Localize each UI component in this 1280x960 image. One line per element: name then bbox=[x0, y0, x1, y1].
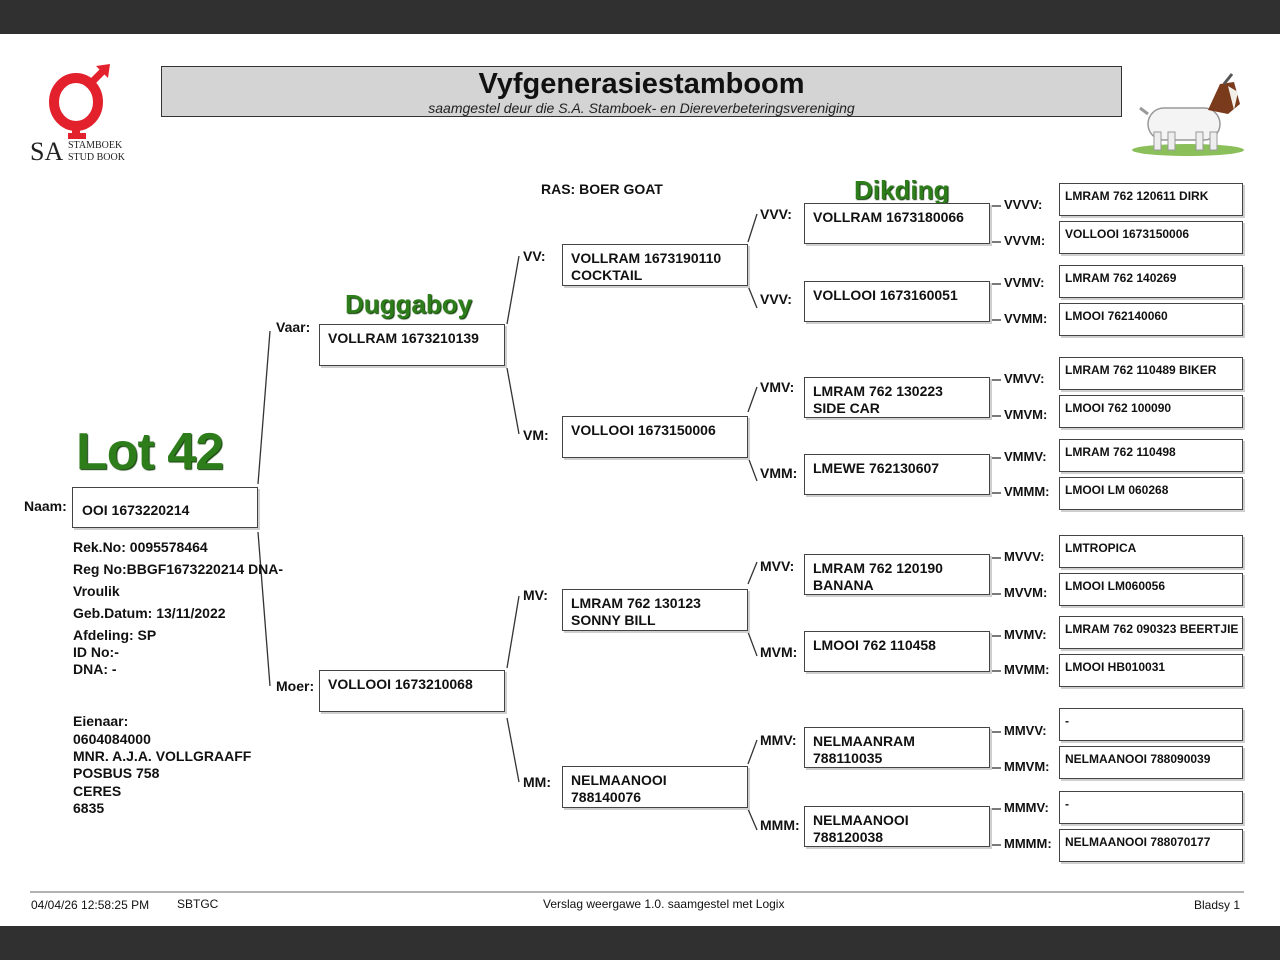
gen4-box: NELMAANOOI 788090039 bbox=[1059, 746, 1243, 779]
animal-afdeling: Afdeling: SP bbox=[73, 627, 157, 643]
gen4-box: VOLLOOI 1673150006 bbox=[1059, 221, 1243, 254]
gen4-label: VVVV: bbox=[1004, 197, 1043, 212]
gen3-box: VOLLOOI 1673160051 bbox=[804, 281, 990, 322]
gen3-label: MMV: bbox=[760, 732, 797, 748]
gen3-box: LMRAM 762 120190 BANANA bbox=[804, 554, 990, 595]
grandparent-label: VV: bbox=[523, 248, 546, 264]
owner-name: MNR. A.J.A. VOLLGRAAFF bbox=[73, 748, 252, 764]
gen4-box: LMRAM 762 140269 bbox=[1059, 265, 1243, 298]
gen4-label: MVVV: bbox=[1004, 549, 1045, 564]
gen4-label: VVMV: bbox=[1004, 275, 1045, 290]
sire-box: VOLLRAM 1673210139 bbox=[319, 324, 505, 366]
gen4-label: VMMM: bbox=[1004, 484, 1050, 499]
gen4-box: LMOOI LM060056 bbox=[1059, 573, 1243, 606]
bottom-frame-bar bbox=[0, 926, 1280, 960]
owner-address-2: CERES bbox=[73, 783, 122, 799]
gen4-label: MMMM: bbox=[1004, 836, 1052, 851]
vaar-label: Vaar: bbox=[276, 319, 311, 335]
owner-address-1: POSBUS 758 bbox=[73, 765, 160, 781]
gen4-label: VVMM: bbox=[1004, 311, 1048, 326]
gen4-label: VMVM: bbox=[1004, 407, 1048, 422]
gen4-box: LMTROPICA bbox=[1059, 535, 1243, 568]
owner-postcode: 6835 bbox=[73, 800, 105, 816]
footer-page-number: Bladsy 1 bbox=[1194, 898, 1241, 912]
gen4-box: NELMAANOOI 788070177 bbox=[1059, 829, 1243, 862]
vvv-nickname: Dikding bbox=[854, 175, 950, 205]
footer-datetime: 04/04/26 12:58:25 PM bbox=[31, 898, 150, 912]
owner-number: 0604084000 bbox=[73, 731, 151, 747]
gen4-label: MMVM: bbox=[1004, 759, 1050, 774]
gen3-box: NELMAANOOI 788120038 bbox=[804, 806, 990, 847]
page-title: Vyfgenerasiestamboom bbox=[478, 68, 805, 100]
grandparent-label: MM: bbox=[523, 774, 551, 790]
logo-sa-text: SA bbox=[30, 137, 64, 166]
gen4-label: VMVV: bbox=[1004, 371, 1045, 386]
gen3-label: VMV: bbox=[760, 379, 795, 395]
gen4-box: LMOOI 762140060 bbox=[1059, 303, 1243, 336]
animal-sex: Vroulik bbox=[73, 583, 120, 599]
gen4-box: LMOOI LM 060268 bbox=[1059, 477, 1243, 510]
boer-goat-icon bbox=[1132, 73, 1244, 156]
grandparent-label: MV: bbox=[523, 587, 548, 603]
moer-label: Moer: bbox=[276, 678, 315, 694]
grandparent-box: LMRAM 762 130123 SONNY BILL bbox=[562, 589, 748, 631]
gen4-box: - bbox=[1059, 708, 1243, 741]
breed-label: RAS: BOER GOAT bbox=[541, 181, 663, 197]
animal-rek-no: Rek.No: 0095578464 bbox=[73, 539, 208, 555]
gen4-label: MVVM: bbox=[1004, 585, 1048, 600]
gen4-box: LMRAM 762 110489 BIKER bbox=[1059, 357, 1243, 390]
gen4-box: LMOOI 762 100090 bbox=[1059, 395, 1243, 428]
gen3-label: MVM: bbox=[760, 644, 798, 660]
gen3-box: LMOOI 762 110458 bbox=[804, 631, 990, 672]
grandparent-box: NELMAANOOI 788140076 bbox=[562, 766, 748, 808]
logo-stamboek-text: STAMBOEK bbox=[68, 140, 123, 151]
gen3-label: VVV: bbox=[760, 291, 792, 307]
gen3-box: LMRAM 762 130223 SIDE CAR bbox=[804, 377, 990, 418]
gen4-box: LMRAM 762 120611 DIRK bbox=[1059, 183, 1243, 216]
gen4-box: LMOOI HB010031 bbox=[1059, 654, 1243, 687]
gen4-box: LMRAM 762 110498 bbox=[1059, 439, 1243, 472]
gen3-box: LMEWE 762130607 bbox=[804, 454, 990, 495]
gen3-box: NELMAANRAM 788110035 bbox=[804, 727, 990, 768]
pedigree-connector-lines bbox=[30, 205, 1244, 893]
animal-dna: DNA: - bbox=[73, 661, 117, 677]
gen3-label: MVV: bbox=[760, 558, 795, 574]
pedigree-page: SA STAMBOEK STUD BOOK Vyfgenerasiestambo… bbox=[0, 34, 1280, 926]
grandparent-box: VOLLOOI 1673150006 bbox=[562, 416, 748, 458]
logo-studbook-text: STUD BOOK bbox=[68, 152, 125, 163]
gen4-label: MVMM: bbox=[1004, 662, 1050, 677]
footer-code: SBTGC bbox=[177, 897, 219, 911]
top-frame-bar bbox=[0, 0, 1280, 34]
dam-box: VOLLOOI 1673210068 bbox=[319, 670, 505, 712]
grandparent-box: VOLLRAM 1673190110 COCKTAIL bbox=[562, 244, 748, 286]
gen3-label: VMM: bbox=[760, 465, 798, 481]
gen4-label: VVVM: bbox=[1004, 233, 1046, 248]
title-bar: Vyfgenerasiestamboom saamgestel deur die… bbox=[161, 66, 1122, 117]
gen3-label: MMM: bbox=[760, 817, 800, 833]
animal-reg-no: Reg No:BBGF1673220214 DNA- bbox=[73, 561, 284, 577]
grandparent-label: VM: bbox=[523, 427, 549, 443]
gen4-box: - bbox=[1059, 791, 1243, 824]
gen4-label: VMMV: bbox=[1004, 449, 1047, 464]
animal-id-no: ID No:- bbox=[73, 644, 119, 660]
gender-symbol-icon bbox=[49, 64, 110, 139]
gen3-label: VVV: bbox=[760, 206, 792, 222]
gen4-label: MMMV: bbox=[1004, 800, 1049, 815]
naam-label: Naam: bbox=[24, 498, 67, 514]
page-subtitle: saamgestel deur die S.A. Stamboek- en Di… bbox=[428, 100, 855, 116]
sa-studbook-logo: SA STAMBOEK STUD BOOK bbox=[22, 64, 142, 166]
gen4-box: LMRAM 762 090323 BEERTJIE bbox=[1059, 616, 1243, 649]
footer-report-version: Verslag weergawe 1.0. saamgestel met Log… bbox=[543, 897, 785, 911]
gen4-label: MVMV: bbox=[1004, 627, 1047, 642]
gen4-label: MMVV: bbox=[1004, 723, 1047, 738]
animal-name-box: OOI 1673220214 bbox=[72, 487, 258, 528]
animal-birth-date: Geb.Datum: 13/11/2022 bbox=[73, 605, 226, 621]
lot-number: Lot 42 bbox=[76, 423, 224, 481]
sire-nickname: Duggaboy bbox=[345, 289, 473, 319]
gen3-box: VOLLRAM 1673180066 bbox=[804, 203, 990, 244]
owner-label: Eienaar: bbox=[73, 713, 129, 729]
